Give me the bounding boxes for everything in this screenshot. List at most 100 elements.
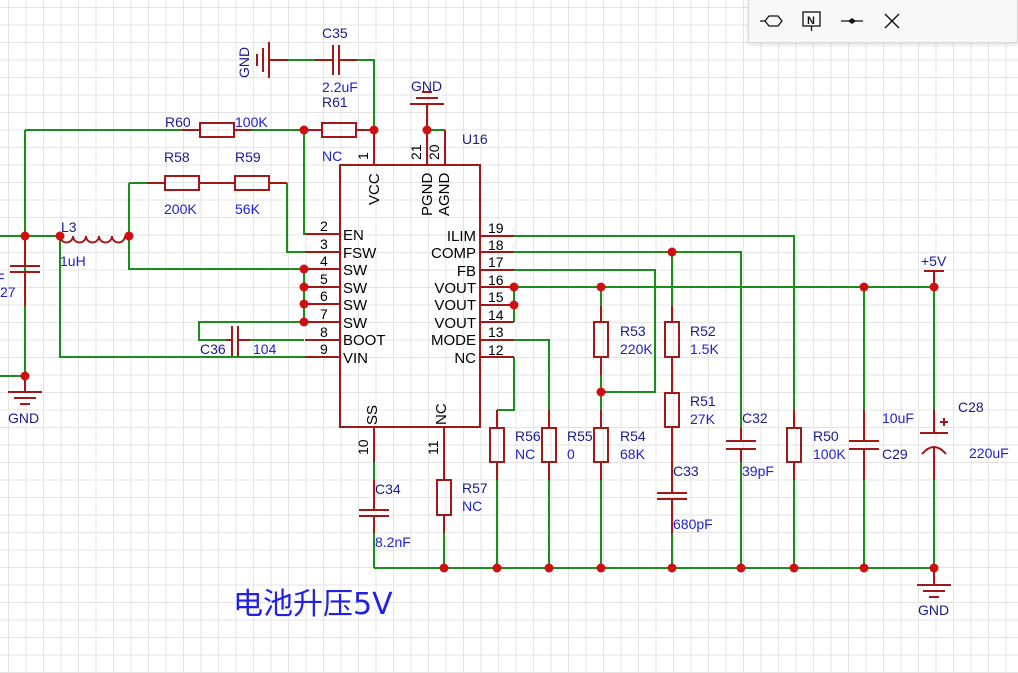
junction — [667, 247, 677, 257]
net-label-5v: +5V — [921, 253, 947, 269]
net-label-icon: N — [802, 11, 821, 31]
net-flag-icon — [841, 18, 863, 24]
pin-name: VOUT — [434, 280, 476, 297]
junctions — [20, 125, 939, 573]
net-label-gnd: GND — [236, 47, 252, 78]
resistor-r53[interactable]: R53 220K — [593, 306, 653, 375]
component-value: NC — [462, 498, 482, 514]
wire[interactable] — [357, 59, 375, 130]
net-label-button[interactable]: N — [799, 8, 825, 34]
net-label-gnd: GND — [918, 602, 949, 618]
ic-u16[interactable]: U16 2 EN 3 FSW 4 SW 5 SW 6 SW 7 SW 8 BOO… — [305, 110, 514, 480]
component-value: 39pF — [742, 463, 774, 479]
pin-name: SW — [343, 297, 368, 314]
component-ref: C28 — [958, 399, 984, 415]
capacitor-c29[interactable]: 10uF C29 — [849, 410, 914, 480]
component-ref: R57 — [462, 480, 488, 496]
junction — [667, 563, 677, 573]
pin-name: FB — [457, 263, 476, 280]
junction — [369, 125, 379, 135]
resistor-r56[interactable]: R56 NC — [489, 410, 541, 480]
wire[interactable] — [198, 321, 304, 341]
pin-name: ILIM — [447, 228, 476, 245]
no-connect-button[interactable] — [879, 8, 905, 34]
component-value: 2.2uF — [322, 79, 358, 95]
component-value: 104 — [253, 341, 277, 357]
capacitor-input[interactable]: F 27 — [0, 236, 40, 306]
wire[interactable] — [286, 183, 305, 253]
gnd-symbol-c35[interactable]: GND — [236, 42, 288, 78]
ic-bottom-pins: SS 10 NC 11 — [355, 403, 450, 455]
capacitor-c33[interactable]: C33 680pF — [657, 445, 713, 533]
pin-number: 3 — [320, 236, 328, 252]
net-flag-button[interactable] — [839, 8, 865, 34]
pin-number: 20 — [426, 144, 442, 160]
net-port-button[interactable] — [759, 8, 785, 34]
wire[interactable] — [514, 235, 795, 428]
pin-number: 6 — [320, 288, 328, 304]
junction — [20, 231, 30, 241]
gnd-symbol-left[interactable]: GND — [8, 376, 42, 426]
component-value: 10uF — [882, 410, 914, 426]
wire[interactable] — [514, 269, 656, 393]
pin-number: 15 — [488, 289, 504, 305]
junction — [736, 563, 746, 573]
pin-name: VOUT — [434, 297, 476, 314]
pin-name: VOUT — [434, 315, 476, 332]
wire[interactable] — [497, 357, 515, 411]
component-value: 8.2nF — [375, 534, 411, 550]
resistor-r52[interactable]: R52 1.5K — [664, 306, 719, 375]
pin-name: MODE — [431, 332, 476, 349]
capacitor-c28[interactable]: C28 220uF — [920, 399, 1009, 480]
resistor-r57[interactable]: R57 NC — [436, 479, 488, 533]
gnd-symbol-top[interactable]: GND — [410, 78, 444, 130]
resistor-r50[interactable]: R50 100K — [786, 410, 846, 480]
pin-number: 11 — [425, 440, 441, 455]
component-ref: F — [0, 270, 5, 286]
resistor-r54[interactable]: R54 68K — [593, 410, 646, 480]
ic-ref: U16 — [462, 131, 488, 147]
pin-name: VIN — [343, 350, 368, 367]
junction — [509, 300, 519, 310]
ic-body[interactable] — [339, 164, 481, 428]
inductor-l3[interactable]: L3 1uH — [59, 219, 129, 269]
junction — [439, 563, 449, 573]
component-ref: R61 — [322, 94, 348, 110]
junction — [299, 299, 309, 309]
junction — [299, 125, 309, 135]
resistor-r60[interactable]: R60 100K — [165, 114, 268, 138]
net-flag-5v[interactable]: +5V — [921, 253, 947, 287]
floating-toolbar: N — [748, 0, 1018, 43]
capacitor-c34[interactable]: C34 8.2nF — [359, 480, 411, 550]
junction — [299, 317, 309, 327]
resistor-r58[interactable]: R58 200K — [147, 149, 217, 217]
capacitor-c35[interactable]: C35 2.2uF — [315, 25, 358, 95]
junction — [929, 563, 939, 573]
component-ref: R51 — [690, 393, 716, 409]
ic-left-pins: 2 EN 3 FSW 4 SW 5 SW 6 SW 7 SW 8 BOOT 9 … — [320, 218, 386, 367]
capacitor-c36[interactable]: C36 104 — [200, 326, 277, 357]
resistor-r59[interactable]: R59 56K — [217, 149, 287, 217]
resistor-r55[interactable]: R55 0 — [541, 410, 593, 480]
net-port-icon — [760, 15, 783, 27]
ic-top-pins: 1 VCC 21 PGND 20 AGND — [355, 144, 453, 216]
resistor-r51[interactable]: R51 27K — [664, 375, 716, 445]
component-value: 1uH — [60, 253, 86, 269]
pin-name: COMP — [431, 245, 476, 262]
component-value: 100K — [235, 114, 268, 130]
junction — [509, 282, 519, 292]
wire[interactable] — [514, 251, 742, 428]
component-value: 220uF — [969, 445, 1009, 461]
gnd-symbol-bottom[interactable]: GND — [917, 568, 951, 618]
wire[interactable] — [59, 236, 305, 358]
wires — [0, 59, 935, 569]
net-label-gnd: GND — [8, 410, 39, 426]
component-ref: R58 — [164, 149, 190, 165]
capacitor-c32[interactable]: C32 39pF — [726, 410, 774, 479]
junction — [55, 231, 65, 241]
junction — [596, 563, 606, 573]
wire[interactable] — [128, 183, 305, 270]
wire[interactable] — [514, 339, 550, 410]
component-ref: C32 — [742, 410, 768, 426]
